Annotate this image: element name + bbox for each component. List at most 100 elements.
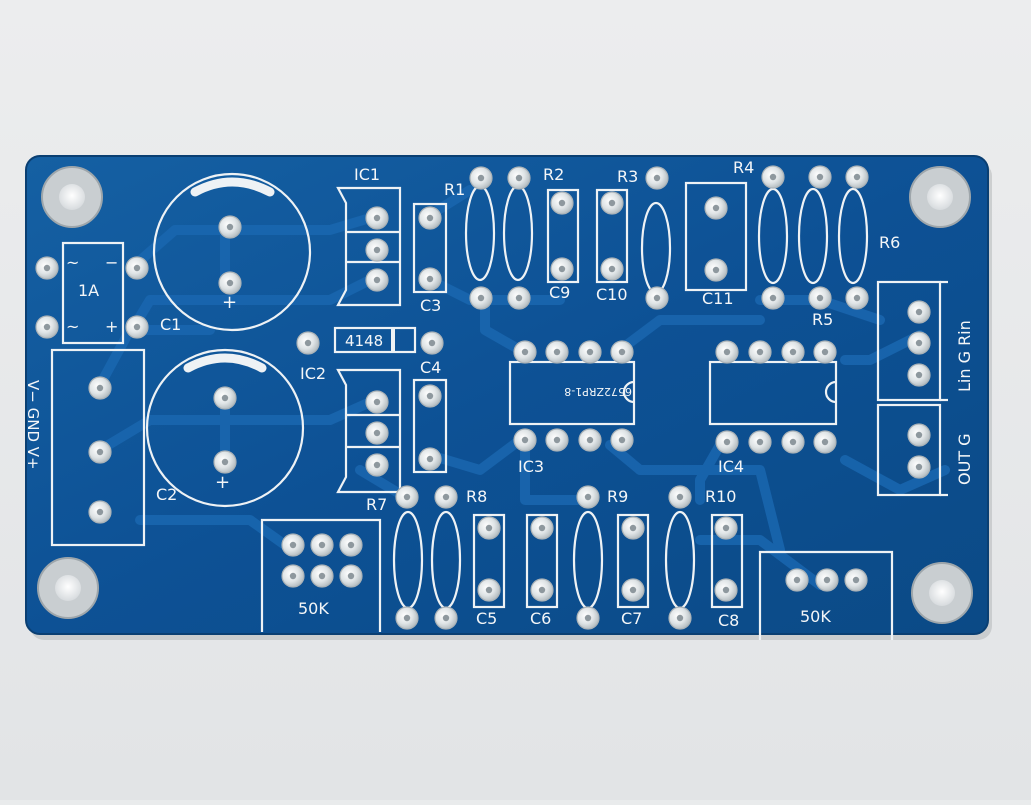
label-ic3-code: 6572ZRP1-8 [564, 385, 632, 398]
silkscreen-marks: ~ − ~ + + + [66, 253, 237, 493]
label-diode: 4148 [345, 332, 383, 350]
pad-drill-hole [722, 586, 730, 594]
pad-drill-hole [43, 264, 51, 272]
pad-drill-hole [221, 394, 229, 402]
pad-drill-hole [723, 438, 731, 446]
pad-drill-hole [586, 436, 594, 444]
pad-drill-hole [485, 524, 493, 532]
pad-drill-hole [915, 339, 923, 347]
pad-drill-hole [821, 348, 829, 356]
label-output-connector: OUT G [955, 433, 974, 485]
pad-drill-hole [373, 276, 381, 284]
pad-drill-hole [653, 174, 661, 182]
pad-drill-hole [477, 294, 485, 302]
svg-text:−: − [105, 253, 118, 272]
pad-drill-hole [712, 266, 720, 274]
pad-drill-hole [442, 493, 450, 501]
svg-text:~: ~ [66, 253, 79, 272]
pad-drill-hole [618, 348, 626, 356]
silkscreen-outlines [40, 172, 948, 640]
pad-drill-hole [789, 438, 797, 446]
label-c4: C4 [420, 358, 441, 377]
label-c11: C11 [702, 289, 734, 308]
pad-drill-hole [676, 493, 684, 501]
pad-drill-hole [318, 541, 326, 549]
pad-drill-hole [96, 384, 104, 392]
pad-drill-hole [629, 524, 637, 532]
pads-layer [35, 165, 931, 630]
pad-drill-hole [722, 524, 730, 532]
pad-drill-hole [43, 323, 51, 331]
pad-drill-hole [289, 572, 297, 580]
pad-drill-hole [96, 508, 104, 516]
pad-drill-hole [756, 438, 764, 446]
pad-drill-hole [629, 586, 637, 594]
pad-drill-hole [347, 541, 355, 549]
label-r10: R10 [705, 487, 736, 506]
pad-drill-hole [915, 463, 923, 471]
label-c10: C10 [596, 285, 628, 304]
pad-drill-hole [676, 614, 684, 622]
label-c1: C1 [160, 315, 181, 334]
pad-drill-hole [723, 348, 731, 356]
label-c5: C5 [476, 609, 497, 628]
pad-drill-hole [426, 214, 434, 222]
pad-drill-hole [558, 199, 566, 207]
pad-drill-hole [538, 586, 546, 594]
pad-drill-hole [789, 348, 797, 356]
svg-text:+: + [222, 292, 237, 313]
label-c8: C8 [718, 611, 739, 630]
pad-drill-hole [553, 348, 561, 356]
label-c7: C7 [621, 609, 642, 628]
label-ic4: IC4 [718, 457, 744, 476]
label-power-connector: V− GND V+ [24, 380, 42, 470]
pad-drill-hole [403, 614, 411, 622]
label-c9: C9 [549, 283, 570, 302]
label-ic1: IC1 [354, 165, 380, 184]
label-ic3: IC3 [518, 457, 544, 476]
label-pot-right: 50K [800, 607, 831, 626]
pad-drill-hole [373, 246, 381, 254]
label-ic2: IC2 [300, 364, 326, 383]
pad-drill-hole [816, 173, 824, 181]
label-c6: C6 [530, 609, 551, 628]
pad-drill-hole [426, 275, 434, 283]
label-r5: R5 [812, 310, 833, 329]
label-r4: R4 [733, 158, 754, 177]
pad-drill-hole [133, 323, 141, 331]
pad-drill-hole [816, 294, 824, 302]
pad-drill-hole [653, 294, 661, 302]
pad-drill-hole [769, 294, 777, 302]
pad-drill-hole [426, 455, 434, 463]
pad-drill-hole [853, 173, 861, 181]
pad-drill-hole [608, 199, 616, 207]
pad-drill-hole [521, 436, 529, 444]
pad-drill-hole [318, 572, 326, 580]
pad-drill-hole [915, 371, 923, 379]
pad-drill-hole [538, 524, 546, 532]
pad-drill-hole [373, 429, 381, 437]
pad-drill-hole [584, 614, 592, 622]
pad-drill-hole [793, 576, 801, 584]
pad-drill-hole [915, 308, 923, 316]
pad-drill-hole [426, 392, 434, 400]
pad-drill-hole [133, 264, 141, 272]
pad-drill-hole [769, 173, 777, 181]
pad-drill-hole [515, 294, 523, 302]
pad-drill-hole [618, 436, 626, 444]
label-r6: R6 [879, 233, 900, 252]
pad-drill-hole [373, 461, 381, 469]
pad-drill-hole [485, 586, 493, 594]
pad-drill-hole [226, 279, 234, 287]
label-input-connector: Lin G Rin [955, 320, 974, 392]
label-pot-left: 50K [298, 599, 329, 618]
pad-drill-hole [584, 493, 592, 501]
pad-drill-hole [96, 448, 104, 456]
pad-drill-hole [289, 541, 297, 549]
svg-text:+: + [215, 472, 230, 493]
pad-drill-hole [521, 348, 529, 356]
pad-drill-hole [915, 431, 923, 439]
pcb-board [25, 155, 989, 635]
svg-text:+: + [105, 317, 118, 336]
label-r3: R3 [617, 167, 638, 186]
